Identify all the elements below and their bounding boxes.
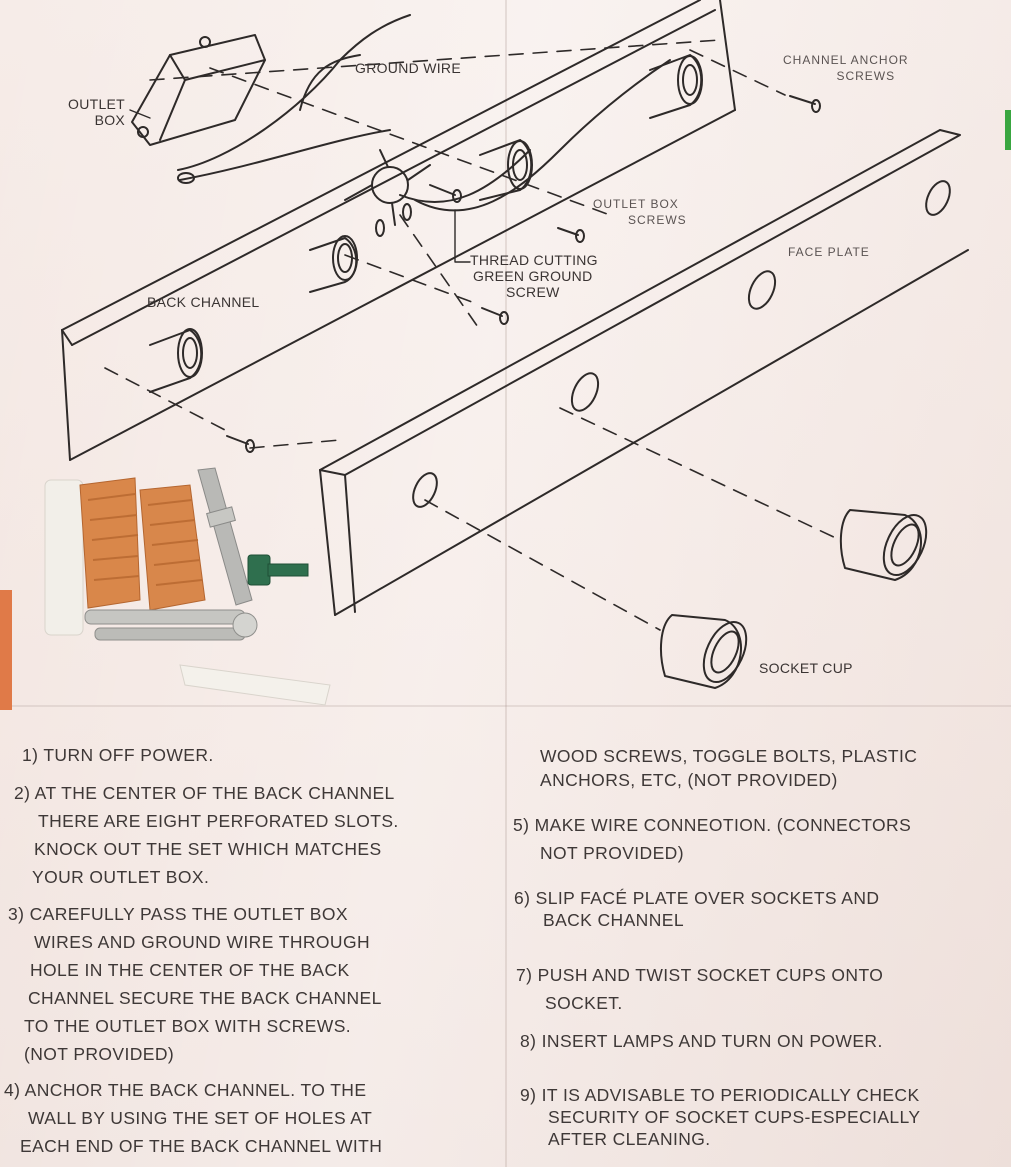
label-outlet-box: OUTLET BOX <box>68 96 126 128</box>
leader-lines <box>129 109 471 263</box>
step-2: 2) AT THE CENTER OF THE BACK CHANNEL THE… <box>14 783 399 887</box>
step-6: 6) SLIP FACÉ PLATE OVER SOCKETS AND BACK… <box>514 888 880 930</box>
label-face-plate: FACE PLATE <box>788 245 870 259</box>
label-thread-cutting-screw: THREAD CUTTING GREEN GROUND SCREW <box>470 252 598 300</box>
outlet-box-drawing <box>131 34 266 146</box>
wood-screws <box>84 609 258 641</box>
background-edge <box>0 590 12 710</box>
green-screw <box>247 554 309 586</box>
screws-drawing <box>226 95 821 453</box>
step-4: 4) ANCHOR THE BACK CHANNEL. TO THE WALL … <box>4 1080 383 1156</box>
label-channel-anchor-screws: CHANNEL ANCHOR SCREWS <box>783 53 909 83</box>
fold-crease-vertical <box>505 0 507 1167</box>
back-channel-drawing <box>61 0 736 461</box>
bolt <box>197 467 253 606</box>
step-5: 5) MAKE WIRE CONNEOTION. (CONNECTORS NOT… <box>513 815 912 863</box>
hardware-photo <box>44 467 331 706</box>
step-4-continued: WOOD SCREWS, TOGGLE BOLTS, PLASTIC ANCHO… <box>540 746 918 790</box>
background-edge-green <box>1005 110 1011 150</box>
label-ground-wire: GROUND WIRE <box>355 60 461 76</box>
step-9: 9) IT IS ADVISABLE TO PERIODICALLY CHECK… <box>520 1085 921 1149</box>
face-plate-drawing <box>319 129 969 616</box>
step-7: 7) PUSH AND TWIST SOCKET CUPS ONTO SOCKE… <box>516 965 884 1013</box>
center-ground-assembly <box>344 149 431 237</box>
step-3: 3) CAREFULLY PASS THE OUTLET BOX WIRES A… <box>8 904 382 1064</box>
step-1: 1) TURN OFF POWER. <box>22 745 214 765</box>
plastic-anchor <box>44 479 331 706</box>
wires-drawing <box>177 14 671 212</box>
label-back-channel: BACK CHANNEL <box>147 294 260 310</box>
step-8: 8) INSERT LAMPS AND TURN ON POWER. <box>520 1031 883 1051</box>
wire-nut <box>79 477 206 611</box>
socket-cups-drawing <box>660 509 928 689</box>
sockets-drawing <box>149 54 703 393</box>
label-outlet-box-screws: OUTLET BOX SCREWS <box>593 197 687 227</box>
guide-lines <box>104 39 841 631</box>
fold-crease-horizontal <box>0 705 1011 707</box>
label-socket-cup: SOCKET CUP <box>759 660 853 676</box>
